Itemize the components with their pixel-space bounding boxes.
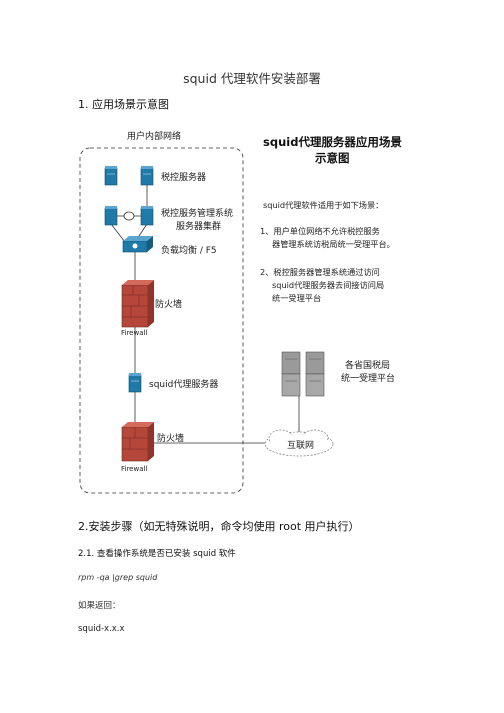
scenario-2-line1: 2、税控服务器管理系统通过访问 (260, 267, 380, 277)
internet-cloud-icon (264, 429, 334, 457)
scenario-intro: squid代理软件适用于如下场景： (263, 200, 383, 210)
network-diagram: 用户内部网络 税控服务器 税控服务管理系统 服务器集群 负载均衡 / F5 (79, 130, 402, 494)
cluster-server-b-icon (140, 206, 154, 226)
cluster-server-left-icon (104, 166, 118, 186)
load-balancer-label: 负载均衡 / F5 (161, 244, 217, 256)
section-2-heading: 2.安装步骤（如无特殊说明，命令均使用 root 用户执行） (78, 520, 360, 533)
cluster-label-line2: 服务器集群 (176, 220, 221, 232)
command-text: rpm -qa |grep squid (78, 573, 158, 582)
squid-server-label: squid代理服务器 (149, 378, 218, 390)
firewall-2-icon (121, 422, 154, 462)
provincial-label-line2: 统一受理平台 (341, 372, 395, 384)
output-text: squid-x.x.x (78, 624, 125, 634)
diagram-heading-line2: 示意图 (314, 151, 350, 165)
cluster-link-icon (123, 211, 135, 221)
scenario-1-line2: 器管理系统访税局统一受理平台。 (272, 239, 395, 249)
if-returns-text: 如果返回： (78, 601, 121, 611)
firewall-2-label: 防火墙 (157, 432, 184, 444)
provincial-label-line1: 各省国税局 (345, 359, 390, 371)
firewall-1-label: 防火墙 (155, 298, 182, 310)
firewall-1-icon (121, 280, 154, 328)
provincial-servers-icon (281, 351, 325, 397)
link-cluster-to-lb (110, 223, 126, 243)
intranet-label: 用户内部网络 (127, 130, 181, 142)
intranet-boundary (79, 147, 244, 494)
diagram-heading-line1: squid代理服务器应用场景 (263, 135, 402, 149)
squid-server-icon (128, 373, 142, 393)
document-title: squid 代理软件安装部署 (183, 71, 321, 86)
cluster-server-a-icon (104, 206, 118, 226)
tax-server-icon (140, 166, 154, 186)
scenario-2-line2: squid代理服务器去间接访问局 (272, 280, 384, 290)
scenario-1-line1: 1、用户单位网络不允许税控服务 (260, 226, 380, 236)
firewall-2-caption: Firewall (121, 465, 147, 473)
firewall-1-caption: Firewall (121, 329, 147, 337)
section-1-heading: 1. 应用场景示意图 (78, 98, 169, 111)
scenario-2-line3: 统一受理平台 (272, 293, 321, 303)
subsection-2-1-heading: 2.1. 查看操作系统是否已安装 squid 软件 (78, 549, 236, 559)
load-balancer-icon (122, 236, 153, 253)
tax-server-label: 税控服务器 (161, 171, 206, 183)
internet-label: 互联网 (287, 440, 314, 451)
cluster-label-line1: 税控服务管理系统 (161, 207, 233, 219)
